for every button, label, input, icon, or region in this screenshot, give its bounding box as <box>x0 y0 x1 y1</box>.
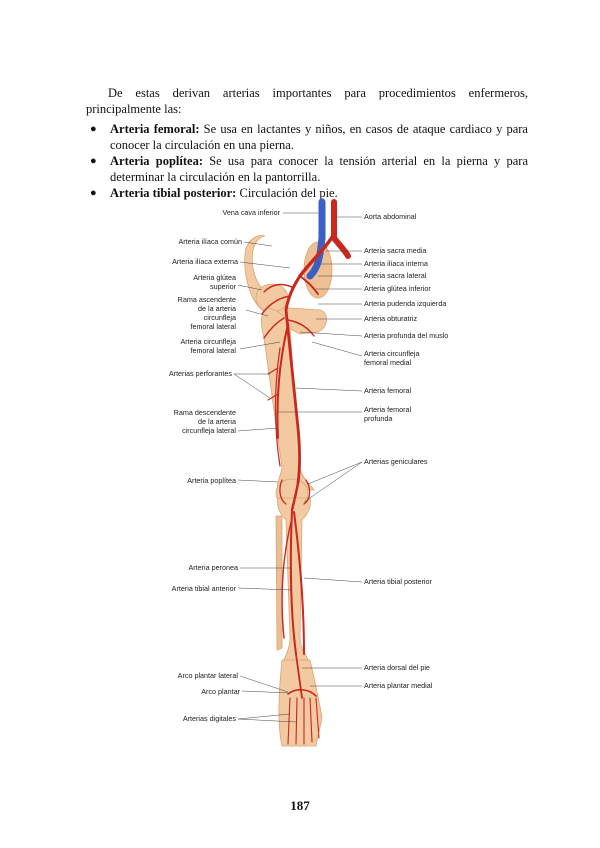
label-deep-femoral: Arteria profunda del muslo <box>364 331 448 340</box>
label-superior-gluteal-1: Arteria glútea <box>193 273 236 282</box>
list-item: ●Arteria poplítea: Se usa para conocer l… <box>86 153 528 185</box>
foot-bones <box>279 660 322 746</box>
label-genicular: Arterias geniculares <box>364 457 428 466</box>
label-vena-cava: Vena cava inferior <box>222 208 280 217</box>
label-abdominal-aorta: Aorta abdominal <box>364 212 417 221</box>
label-obturator: Arteria obturatriz <box>364 314 418 323</box>
label-plantar-arch: Arco plantar <box>201 687 240 696</box>
right-labels: Aorta abdominal Arteria sacra media Arte… <box>364 212 448 690</box>
leg-arteries-figure: Vena cava inferior Arteria ilíaca común … <box>150 198 460 750</box>
label-lateral-plantar-arch: Arco plantar lateral <box>178 671 239 680</box>
artery-list: ●Arteria femoral: Se usa en lactantes y … <box>86 121 528 201</box>
label-ascending-branch-2: de la arteria <box>198 304 236 313</box>
label-lateral-circumflex-1: Arteria circunfleja <box>180 337 236 346</box>
label-internal-pudendal: Arteria pudenda izquierda <box>364 299 446 308</box>
external-iliac <box>286 276 300 310</box>
label-dorsalis-pedis: Arteria dorsal del pie <box>364 663 430 672</box>
label-lateral-circumflex-2: femoral lateral <box>190 346 236 355</box>
label-superior-gluteal-2: superior <box>210 282 237 291</box>
leg-arteries-illustration: Vena cava inferior Arteria ilíaca común … <box>150 198 460 750</box>
bones <box>245 236 332 747</box>
intro-paragraph: De estas derivan arterias importantes pa… <box>86 85 528 117</box>
page-number: 187 <box>0 798 600 814</box>
label-ascending-branch-4: femoral lateral <box>190 322 236 331</box>
label-external-iliac: Arteria ilíaca externa <box>172 257 238 266</box>
bullet-icon: ● <box>90 153 97 169</box>
label-inferior-gluteal: Arteria glútea inferior <box>364 284 431 293</box>
label-posterior-tibial: Arteria tibial posterior <box>364 577 433 586</box>
label-ascending-branch-3: circunfleja <box>204 313 236 322</box>
aorta <box>334 202 348 256</box>
label-internal-iliac: Arteria ilíaca interna <box>364 259 428 268</box>
bullet-term: Arteria poplítea: <box>110 154 203 168</box>
bullet-term: Arteria femoral: <box>110 122 200 136</box>
label-medial-circumflex-1: Arteria circunfleja <box>364 349 420 358</box>
label-ascending-branch-1: Rama ascendente <box>178 295 236 304</box>
label-descending-branch-1: Rama descendente <box>174 408 236 417</box>
label-medial-circumflex-2: femoral medial <box>364 358 412 367</box>
label-peroneal: Arteria peronea <box>188 563 238 572</box>
fibula-bone <box>276 516 282 650</box>
bullet-icon: ● <box>90 185 97 201</box>
label-medial-plantar: Arteria plantar medial <box>364 681 433 690</box>
label-descending-branch-3: circunfleja lateral <box>182 426 236 435</box>
label-descending-branch-2: de la arteria <box>198 417 236 426</box>
label-popliteal: Arteria poplítea <box>187 476 236 485</box>
label-lateral-sacral: Arteria sacra lateral <box>364 271 427 280</box>
label-digital: Arterias digitales <box>183 714 237 723</box>
label-anterior-tibial: Arteria tibial anterior <box>172 584 237 593</box>
bullet-icon: ● <box>90 121 97 137</box>
left-labels: Vena cava inferior Arteria ilíaca común … <box>169 208 281 723</box>
label-median-sacral: Arteria sacra media <box>364 246 426 255</box>
list-item: ●Arteria femoral: Se usa en lactantes y … <box>86 121 528 153</box>
label-perforating: Arterias perforantes <box>169 369 233 378</box>
label-femoral: Arteria femoral <box>364 386 412 395</box>
label-common-iliac: Arteria ilíaca común <box>178 237 242 246</box>
label-deep-femoral-2-1: Arteria femoral <box>364 405 412 414</box>
label-deep-femoral-2-2: profunda <box>364 414 392 423</box>
